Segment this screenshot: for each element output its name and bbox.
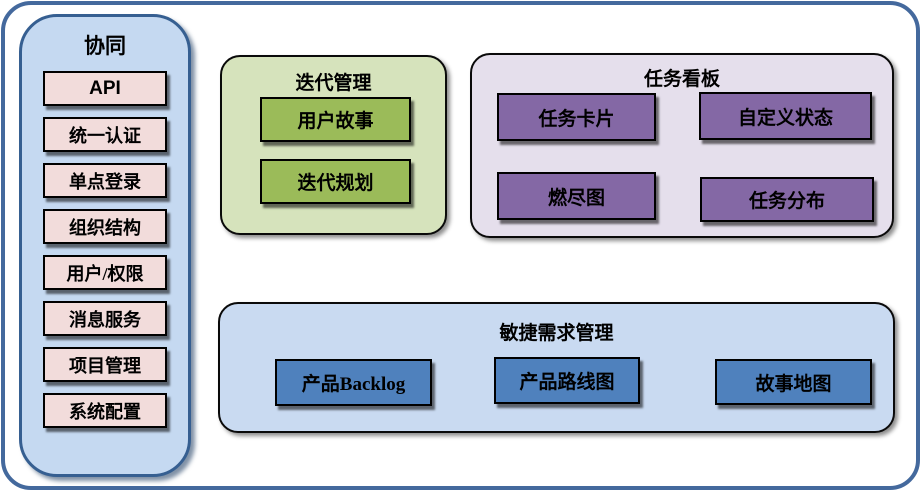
feature-burndown-chart: 燃尽图 [497,172,656,220]
iteration-management-section: 迭代管理 用户故事 迭代规划 [220,55,447,235]
task-board-section: 任务看板 任务卡片 自定义状态 燃尽图 任务分布 [470,53,894,238]
feature-user-story: 用户故事 [260,97,411,142]
feature-task-distribution: 任务分布 [700,177,874,222]
feature-product-backlog: 产品Backlog [275,359,432,406]
feature-custom-status: 自定义状态 [699,92,872,140]
sidebar-item-org-structure: 组织结构 [43,209,167,244]
sidebar-item-system-config: 系统配置 [43,393,167,428]
feature-story-map: 故事地图 [715,359,872,405]
task-board-title: 任务看板 [643,69,720,90]
sidebar-item-message-service: 消息服务 [43,301,167,336]
collaboration-title: 协同 [84,35,126,58]
agile-requirements-title: 敏捷需求管理 [499,323,614,344]
feature-product-roadmap: 产品路线图 [494,357,640,404]
sidebar-item-unified-auth: 统一认证 [43,117,167,152]
iteration-management-title: 迭代管理 [295,73,372,94]
collaboration-panel: 协同 API 统一认证 单点登录 组织结构 用户/权限 消息服务 项目管理 系统… [19,14,191,477]
sidebar-item-sso: 单点登录 [43,163,167,198]
feature-task-card: 任务卡片 [497,93,656,141]
collaboration-item-list: API 统一认证 单点登录 组织结构 用户/权限 消息服务 项目管理 系统配置 [22,71,188,428]
sidebar-item-project-management: 项目管理 [43,347,167,382]
sidebar-item-api: API [43,71,167,106]
feature-iteration-planning: 迭代规划 [260,159,411,204]
sidebar-item-user-permissions: 用户/权限 [43,255,167,290]
agile-requirements-section: 敏捷需求管理 产品Backlog 产品路线图 故事地图 [218,302,895,433]
